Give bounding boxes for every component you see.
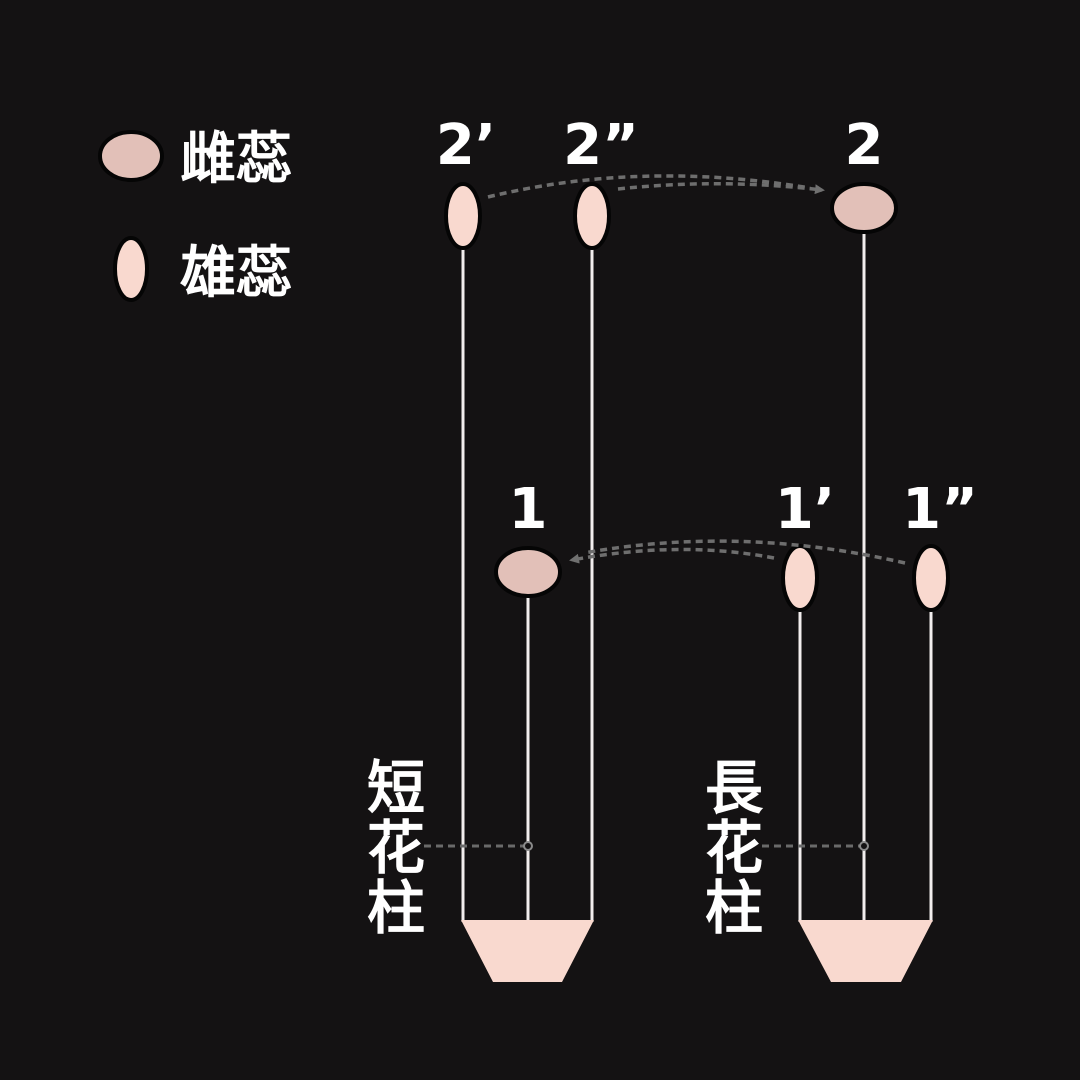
label-2-double-prime: 2” xyxy=(563,113,639,178)
stamen-anther-2b xyxy=(573,182,611,250)
legend-pistil-swatch xyxy=(98,130,164,182)
short-style-char-1: 短 xyxy=(367,754,425,822)
short-style-char-2: 花 xyxy=(367,814,425,882)
label-2: 2 xyxy=(845,113,884,178)
label-1: 1 xyxy=(509,477,548,542)
stamen-anther-1a xyxy=(781,544,819,612)
long-style-char-2: 花 xyxy=(705,814,763,882)
short-style-leader-dot xyxy=(523,841,533,851)
arrow-2b-to-2 xyxy=(617,181,825,195)
short-style-flower: 短 花 柱 xyxy=(367,182,611,982)
short-style-char-3: 柱 xyxy=(367,874,425,942)
stamen-anther-2a xyxy=(444,182,482,250)
arrow-2a-to-2 xyxy=(487,174,811,199)
pistil-stigma-2 xyxy=(830,182,898,234)
short-style-ovary xyxy=(461,920,594,982)
long-style-char-1: 長 xyxy=(705,754,764,822)
legend-stamen-swatch xyxy=(113,236,149,302)
label-2-prime: 2’ xyxy=(436,113,496,178)
arrow-1b-to-1 xyxy=(583,539,906,565)
label-1-double-prime: 1” xyxy=(902,477,978,542)
part-labels: 2’ 2” 2 1 1’ 1” xyxy=(436,113,978,542)
pistil-stigma-1 xyxy=(494,546,562,598)
label-1-prime: 1’ xyxy=(775,477,835,542)
pollination-arrows xyxy=(487,174,906,565)
legend-pistil-label: 雌蕊 xyxy=(180,127,292,192)
legend-stamen-label: 雄蕊 xyxy=(180,241,292,306)
long-style-leader-dot xyxy=(859,841,869,851)
legend: 雌蕊 雄蕊 xyxy=(98,127,292,306)
stamen-anther-1b xyxy=(912,544,950,612)
long-style-ovary xyxy=(798,920,933,982)
arrow-1a-to-1 xyxy=(569,547,775,564)
long-style-char-3: 柱 xyxy=(705,874,763,942)
long-style-flower: 長 花 柱 xyxy=(705,182,950,982)
